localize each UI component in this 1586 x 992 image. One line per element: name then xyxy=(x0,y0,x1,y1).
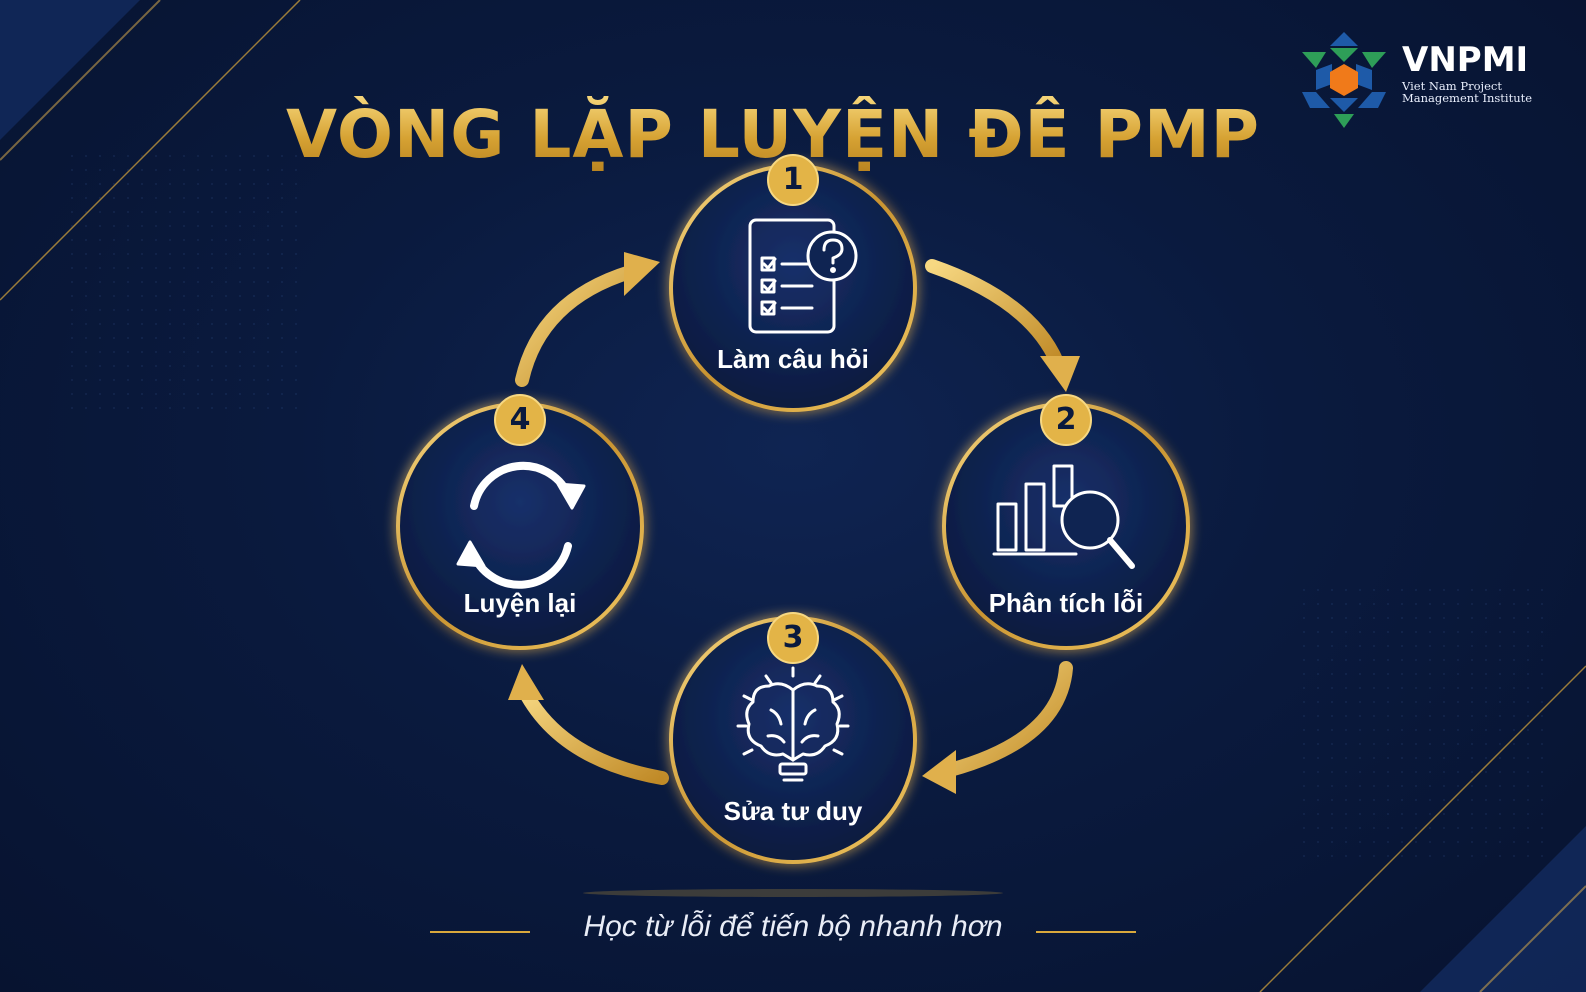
step-2-badge xyxy=(1040,394,1092,446)
step-1-label: Làm câu hỏi xyxy=(717,344,869,374)
arrow-2-to-3 xyxy=(922,661,1073,794)
step-4-number: 4 xyxy=(509,402,531,437)
arrow-3-to-4 xyxy=(508,664,669,785)
bar-chart-magnifier-icon xyxy=(992,464,1135,569)
step-3-badge xyxy=(767,612,819,664)
step-2-number: 2 xyxy=(1055,402,1077,437)
step-4-label: Luyện lại xyxy=(463,588,577,618)
step-3-label: Sửa tư duy xyxy=(723,796,863,826)
logo-name: VNPMI xyxy=(1402,40,1529,80)
arrow-4-to-1 xyxy=(515,252,660,387)
step-4-badge xyxy=(494,394,546,446)
brain-lightbulb-icon xyxy=(736,666,850,782)
step-1-badge xyxy=(767,154,819,206)
checklist-question-icon xyxy=(748,218,858,334)
logo-subtitle-line2: Management Institute xyxy=(1402,91,1533,105)
vnpmi-logo xyxy=(1302,32,1386,128)
step-2-label: Phân tích lỗi xyxy=(988,588,1144,618)
caption: Học từ lỗi để tiến bộ nhanh hơn xyxy=(583,910,1003,943)
step-1-number: 1 xyxy=(782,162,804,197)
arrow-1-to-2 xyxy=(925,259,1080,392)
logo-text: VNPMI Viet Nam Project Management Instit… xyxy=(1402,40,1532,104)
page-title: VÒNG LẶP LUYỆN ĐỀ PMP xyxy=(0,96,1586,173)
logo-subtitle-line1: Viet Nam Project xyxy=(1402,79,1502,93)
refresh-cycle-icon xyxy=(456,461,586,589)
step-3-number: 3 xyxy=(782,620,804,655)
